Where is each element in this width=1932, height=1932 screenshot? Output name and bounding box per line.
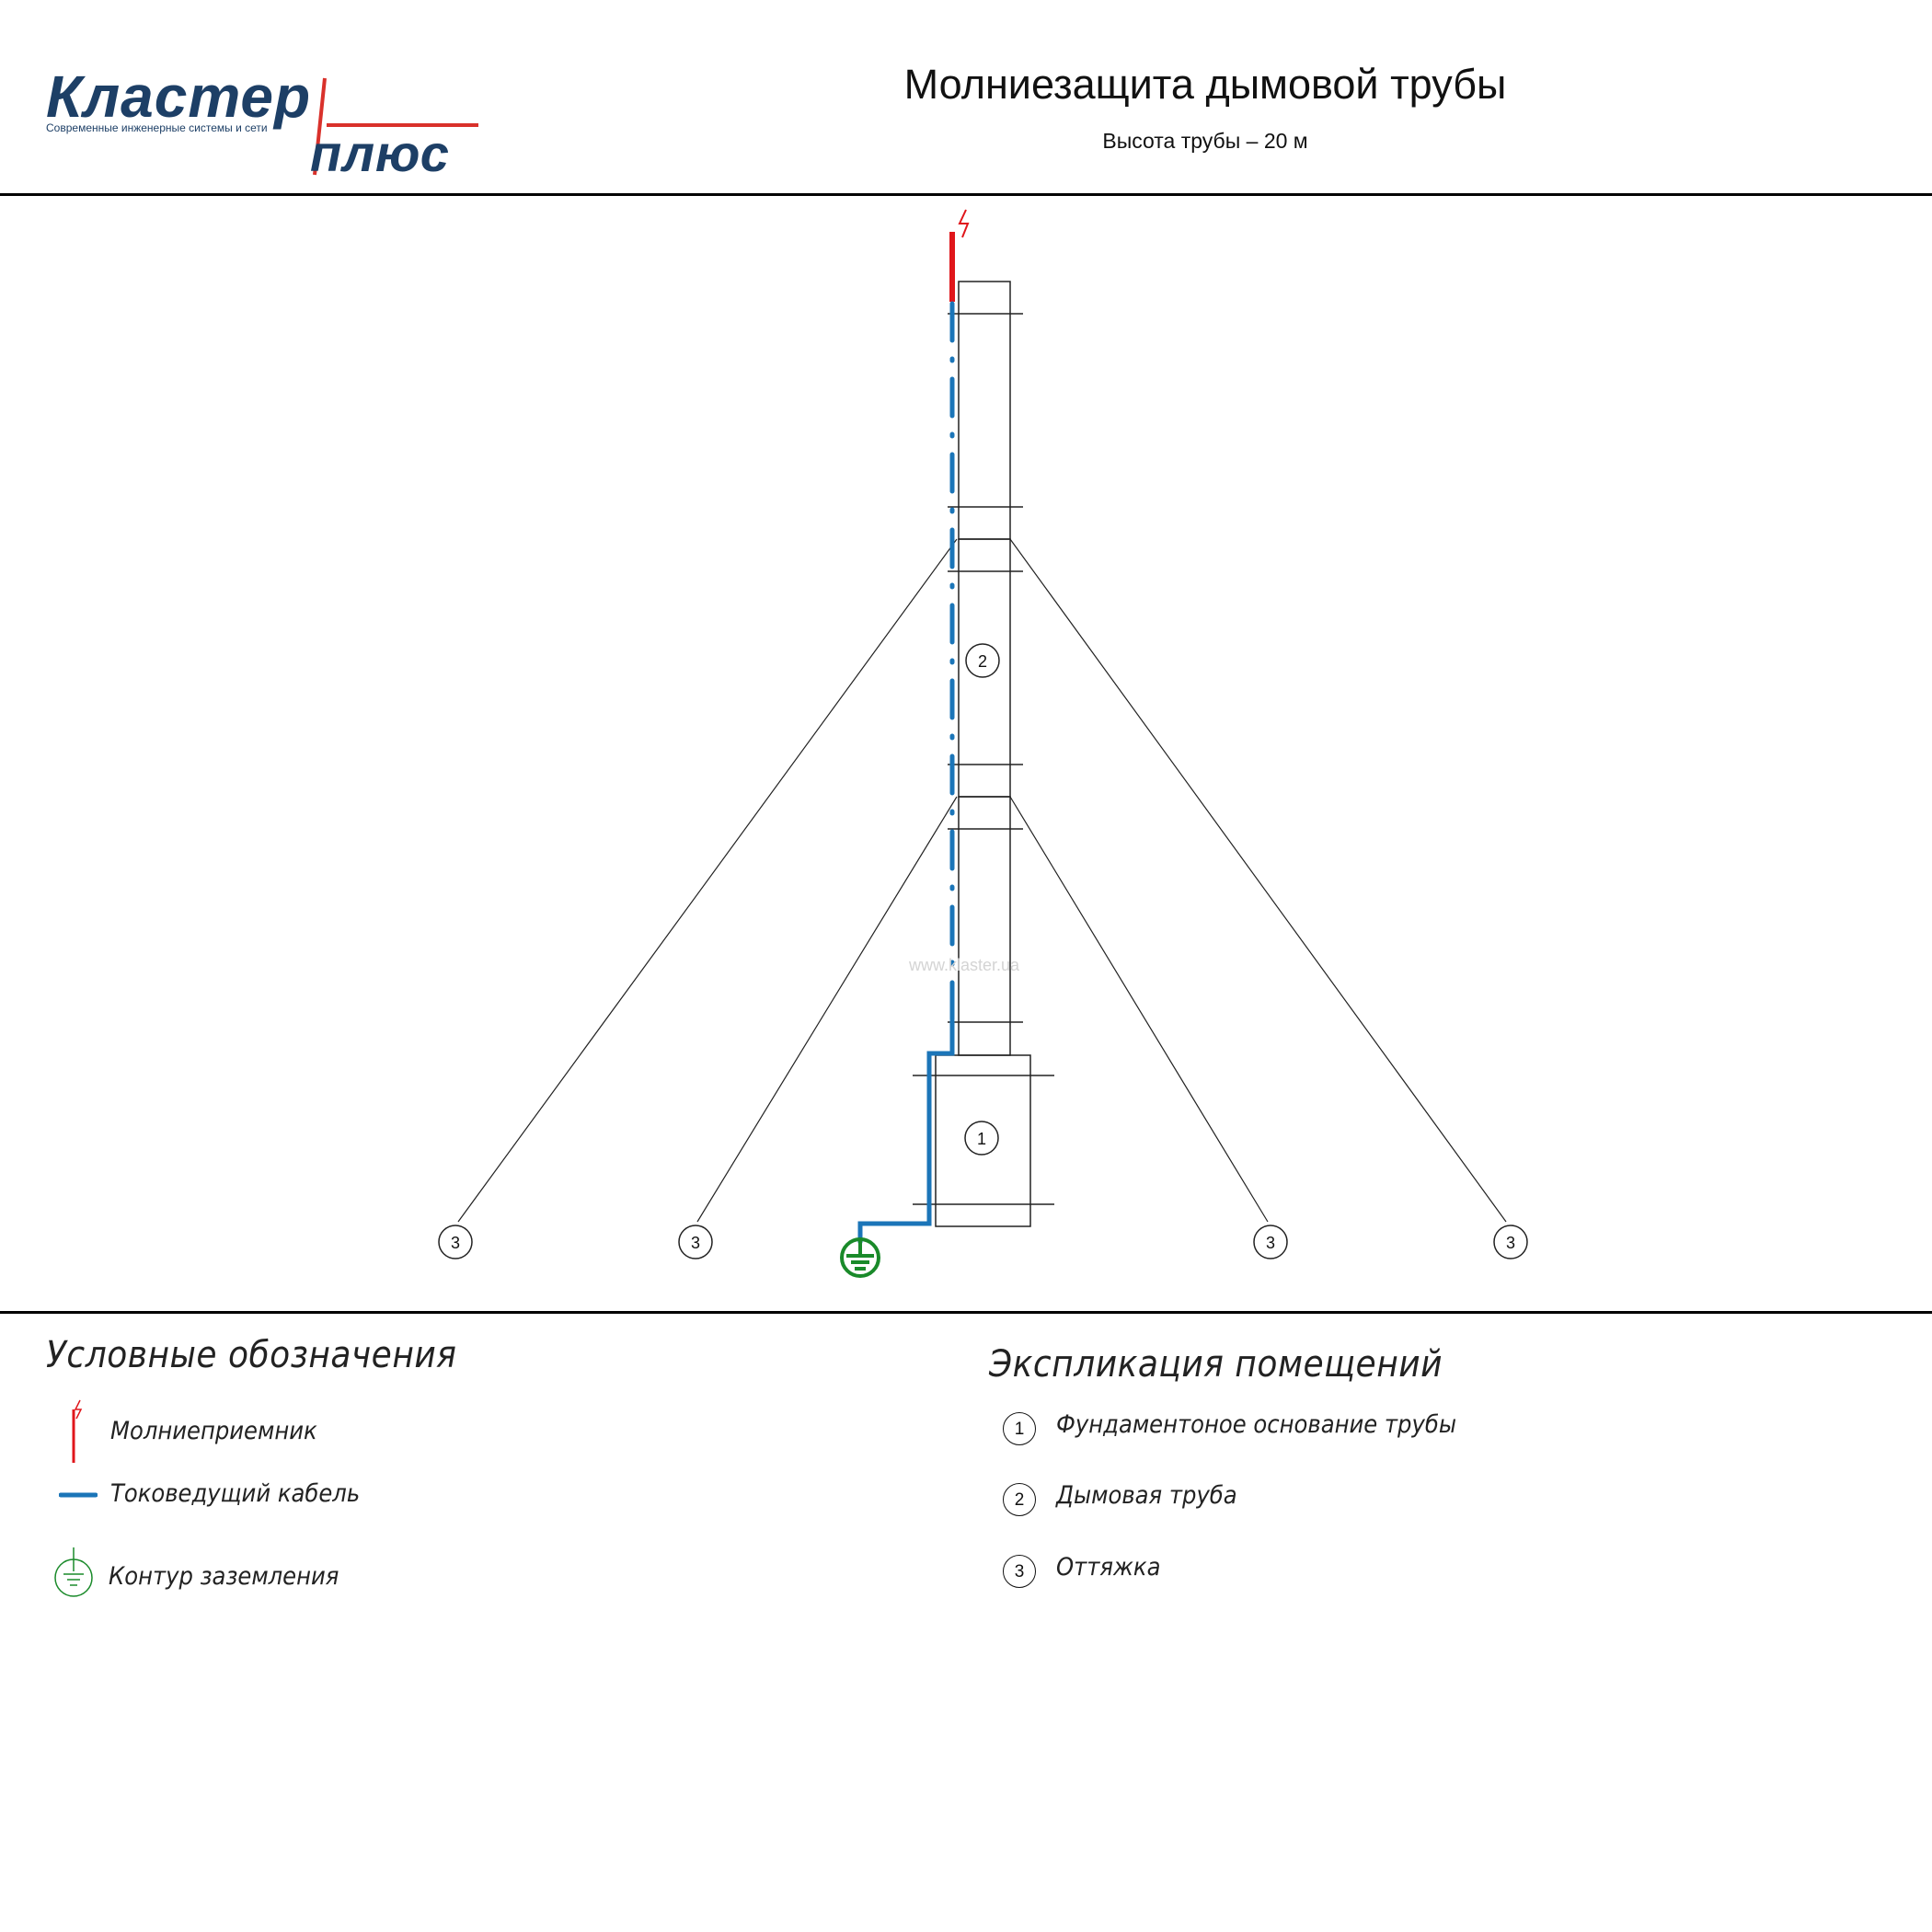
guy-wire-inner-right [1009, 796, 1269, 1223]
callout-guy-wire-label-2: 3 [691, 1234, 700, 1252]
explication-label-2: Дымовая труба [1056, 1481, 1237, 1510]
lightning-rod-icon [72, 1399, 83, 1463]
foundation [913, 1054, 1054, 1227]
legend-label-lightning-rod: Молниеприемник [110, 1417, 317, 1445]
explication-label-3: Оттяжка [1056, 1553, 1161, 1581]
chimney-drawing: 2 1 3 3 3 3 www.klaster.ua [438, 209, 1528, 1278]
legend-label-cable: Токоведущий кабель [110, 1479, 361, 1508]
guy-wire-inner-left [696, 796, 958, 1223]
ground-icon [54, 1547, 93, 1597]
chimney-section-bottom [958, 796, 1011, 1056]
legend-item-cable: Токоведущий кабель [46, 1479, 598, 1518]
page-subtitle: Высота трубы – 20 м [1102, 129, 1308, 153]
guy-wire-outer-right [1009, 538, 1507, 1223]
callout-foundation-label: 1 [977, 1130, 986, 1148]
down-conductor-icon [59, 1492, 98, 1498]
explication-label-1: Фундаментоное основание трубы [1056, 1410, 1457, 1439]
ground-symbol [840, 1237, 880, 1278]
callout-chimney-label: 2 [978, 652, 987, 671]
guy-wires [457, 538, 1507, 1223]
footer-divider [0, 1311, 1932, 1314]
callout-guy-wire-label-4: 3 [1506, 1234, 1515, 1252]
callout-chimney: 2 [965, 643, 1000, 678]
explication-item-1: 1 Фундаментоное основание трубы [1003, 1410, 1647, 1449]
explication-number-3: 3 [1003, 1555, 1036, 1588]
callout-guy-wire-label-1: 3 [451, 1234, 460, 1252]
explication: Экспликация помещений 1 Фундаментоное ос… [989, 1343, 1817, 1601]
legend-item-lightning-rod: Молниеприемник [46, 1398, 598, 1463]
legend-item-ground: Контур заземления [46, 1546, 598, 1601]
foundation-block [935, 1054, 1031, 1227]
callout-guy-wire-3: 3 [1253, 1225, 1288, 1259]
logo-word-plus: плюс [310, 124, 450, 182]
logo: Кластер Современные инженерные системы и… [46, 63, 488, 184]
page-title: Молниезащита дымовой трубы [903, 61, 1507, 108]
callout-guy-wire-2: 3 [678, 1225, 713, 1259]
callout-guy-wire-4: 3 [1493, 1225, 1528, 1259]
chimney-section-top [958, 281, 1011, 540]
explication-item-3: 3 Оттяжка [1003, 1553, 1647, 1592]
explication-number-2: 2 [1003, 1483, 1036, 1516]
legend-title: Условные обозначения [46, 1334, 457, 1376]
logo-cross-icon [313, 77, 478, 176]
legend-label-ground: Контур заземления [109, 1562, 339, 1591]
legend: Условные обозначения Молниеприемник Токо… [46, 1334, 782, 1628]
explication-item-2: 2 Дымовая труба [1003, 1481, 1647, 1520]
lightning-rod [949, 209, 970, 302]
explication-number-1: 1 [1003, 1412, 1036, 1445]
down-conductor [857, 301, 955, 1245]
callout-foundation: 1 [964, 1121, 999, 1156]
callout-guy-wire-1: 3 [438, 1225, 473, 1259]
watermark: www.klaster.ua [908, 956, 1020, 974]
explication-title: Экспликация помещений [989, 1343, 1443, 1386]
header-divider [0, 193, 1932, 196]
logo-tagline: Современные инженерные системы и сети [46, 121, 268, 134]
guy-wire-outer-left [457, 538, 958, 1223]
callout-guy-wire-label-3: 3 [1266, 1234, 1275, 1252]
logo-word-klaster: Кластер [46, 63, 312, 130]
